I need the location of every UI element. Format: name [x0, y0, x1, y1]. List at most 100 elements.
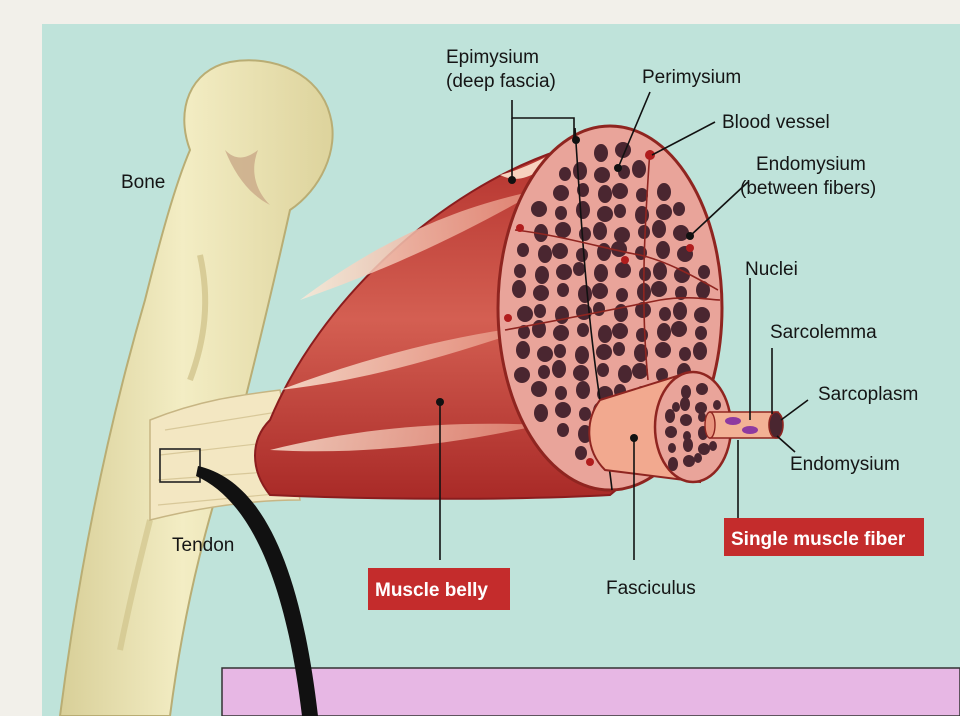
fiber-hole [557, 283, 569, 297]
label-sarcolemma: Sarcolemma [770, 322, 877, 343]
fiber-hole [612, 323, 628, 339]
fiber-hole [553, 185, 569, 201]
fiber-hole [592, 283, 608, 299]
fiber-hole [651, 281, 667, 297]
fiber-hole [694, 453, 702, 463]
fiber-hole [537, 346, 553, 362]
fiber-hole [555, 306, 569, 324]
fiber-hole [683, 438, 693, 452]
fiber-hole [576, 381, 590, 399]
fiber-hole [680, 414, 692, 426]
fiber-hole [671, 321, 687, 337]
fiber-hole [598, 325, 612, 343]
fiber-hole [594, 144, 608, 162]
fiber-hole [518, 325, 530, 339]
fiber-hole [517, 306, 533, 322]
fiber-hole [612, 183, 628, 199]
label-nuclei: Nuclei [745, 259, 798, 280]
fiber-hole [615, 262, 631, 278]
bottom-strip [221, 667, 960, 716]
fiber-hole [512, 280, 526, 298]
label-single-muscle-fiber: Single muscle fiber [731, 529, 906, 550]
fiber-hole [575, 346, 589, 364]
fiber-hole [695, 402, 707, 414]
fiber-hole [555, 386, 567, 400]
fiber-hole [679, 347, 691, 361]
fiber-hole [616, 288, 628, 302]
fiber-hole [683, 455, 695, 467]
fiber-hole [681, 385, 691, 399]
fiber-hole [576, 248, 588, 262]
fiber-hole [517, 243, 529, 257]
fiber-hole [573, 262, 585, 276]
fiber-hole [552, 360, 566, 378]
fiber-hole [655, 342, 671, 358]
fiber-hole [534, 224, 548, 242]
fiber-hole [594, 167, 610, 183]
fasciculus-illustration [588, 370, 733, 484]
muscle-belly-tag: Muscle belly [368, 568, 510, 610]
fiber-hole [579, 407, 591, 421]
fiber-hole [659, 307, 671, 321]
fiber-hole [614, 204, 626, 218]
fiber-hole [555, 402, 571, 418]
fiber-hole [596, 344, 612, 360]
fiber-hole [698, 265, 710, 279]
fiber-hole [555, 206, 567, 220]
fiber-hole [576, 201, 590, 219]
fiber-hole [614, 227, 630, 243]
fiber-hole [534, 404, 548, 422]
fiber-hole [533, 285, 549, 301]
label-perimysium: Perimysium [642, 67, 741, 88]
fiber-hole [593, 302, 605, 316]
tendon-illustration [149, 389, 318, 716]
leader-lines [436, 91, 809, 560]
fiber-hole [665, 426, 677, 438]
single-fiber-illustration [704, 411, 784, 439]
blood-vessels [504, 150, 694, 466]
fiber-hole [618, 365, 632, 383]
fiber-hole [657, 183, 671, 201]
fiber-hole [538, 245, 552, 263]
single-muscle-fiber-tag: Single muscle fiber [724, 518, 924, 556]
fiber-hole [598, 185, 612, 203]
fiber-hole [594, 264, 608, 282]
fiber-hole [652, 220, 666, 238]
label-fasciculus: Fasciculus [606, 578, 696, 599]
fiber-hole [554, 344, 566, 358]
fiber-hole [698, 443, 710, 455]
fiber-hole [694, 307, 710, 323]
fiber-hole [693, 342, 707, 360]
label-sarcoplasm: Sarcoplasm [818, 384, 918, 405]
fiber-hole [632, 160, 646, 178]
fiber-hole [668, 443, 676, 453]
fiber-hole [557, 423, 569, 437]
fiber-hole [514, 264, 526, 278]
fiber-hole [696, 281, 710, 299]
fiber-hole [556, 264, 572, 280]
fiber-hole [673, 302, 687, 320]
fiber-hole [531, 381, 547, 397]
label-deep-fascia: (deep fascia) [446, 71, 556, 92]
fiber-hole [673, 225, 689, 241]
fiber-hole [656, 241, 670, 259]
fiber-hole [573, 365, 589, 381]
fiber-hole [597, 363, 609, 377]
label-endomysium-between: Endomysium [756, 154, 866, 175]
fiber-hole [577, 323, 589, 337]
fiber-hole [573, 162, 587, 180]
fiber-hole [611, 241, 627, 257]
fiber-hole [553, 325, 569, 341]
fiber-hole [672, 402, 680, 412]
fiber-hole [668, 457, 678, 471]
fiber-hole [555, 222, 571, 238]
fiber-hole [578, 285, 592, 303]
label-tendon: Tendon [172, 535, 234, 556]
label-muscle-belly: Muscle belly [375, 580, 488, 601]
fiber-hole [696, 383, 708, 395]
fiber-hole [538, 365, 550, 379]
label-between-fibers: (between fibers) [740, 178, 876, 199]
fiber-hole [613, 342, 625, 356]
